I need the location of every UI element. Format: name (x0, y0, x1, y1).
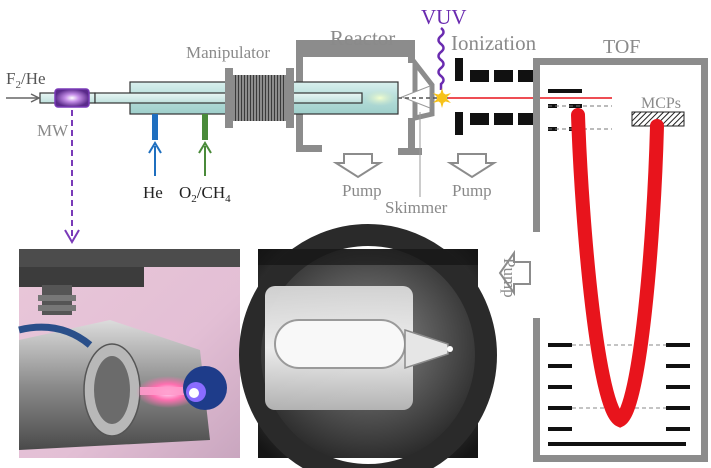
microwave-discharge-photo (18, 249, 240, 458)
pump-ionization-label: Pump (452, 181, 492, 200)
mw-label: MW (37, 121, 69, 140)
reflectron-plates (548, 343, 690, 446)
mcps-label: MCPs (641, 95, 681, 112)
skimmer-label: Skimmer (385, 198, 448, 217)
flow-tube (39, 81, 399, 115)
o2ch4-inlet (198, 114, 212, 176)
pump-tof-label: Pump (500, 258, 519, 298)
reactor-chamber (296, 40, 422, 155)
vuv-photon-icon (437, 27, 445, 90)
tof-label: TOF (603, 36, 640, 58)
mw-discharge (54, 88, 90, 244)
skimmer-cone (400, 55, 435, 122)
o2ch4-label: O2/CH4 (179, 183, 231, 205)
f2he-inlet-arrow (6, 93, 41, 103)
ionization-electrodes (455, 58, 537, 135)
ion-flight-path (571, 108, 664, 428)
reactor-label: Reactor (330, 26, 395, 50)
he-inlet (148, 114, 162, 176)
f2he-label: F2/He (6, 69, 46, 91)
tof-chamber (533, 58, 708, 462)
manipulator-label: Manipulator (186, 43, 270, 62)
manipulator-bellows (225, 68, 294, 128)
reactor-nozzle-photo (239, 224, 497, 468)
pump-arrow-reactor-icon (332, 153, 384, 179)
pump-reactor-label: Pump (342, 181, 382, 200)
he-label: He (143, 183, 163, 202)
ionization-label: Ionization (451, 31, 537, 55)
vuv-label: VUV (421, 5, 467, 29)
pump-arrow-tof-icon (498, 249, 531, 297)
ionization-spark-icon (433, 88, 451, 108)
pump-arrow-ionization-icon (446, 153, 498, 179)
